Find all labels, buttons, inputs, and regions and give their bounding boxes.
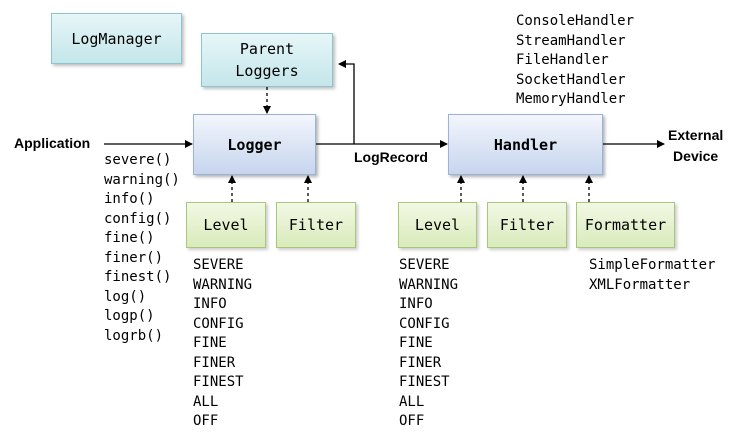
list-item: finer(): [104, 249, 164, 266]
logger-level-box: Level: [186, 202, 266, 248]
external-device-label: External Device: [668, 125, 723, 167]
list-item: MemoryHandler: [516, 91, 626, 107]
handler-filter-label: Filter: [499, 216, 555, 234]
handler-formatter-label: Formatter: [584, 216, 667, 234]
logger-filter-box: Filter: [276, 202, 356, 248]
list-item: finest(): [104, 269, 172, 285]
parent-loggers-arrow: [338, 60, 355, 144]
external-device-line1: External: [668, 127, 724, 143]
logger-levels-list: SEVERE WARNING INFO CONFIG FINE FINER FI…: [193, 256, 252, 432]
handler-level-box: Level: [398, 202, 477, 248]
list-item: OFF: [399, 413, 425, 429]
handler-formatter-box: Formatter: [576, 202, 675, 248]
list-item: StreamHandler: [516, 32, 626, 49]
handler-box: Handler: [448, 114, 603, 175]
list-item: config(): [104, 210, 172, 227]
logger-methods-list: severe() warning() info() config() fine(…: [104, 151, 180, 346]
list-item: ConsoleHandler: [516, 13, 635, 29]
list-item: FINER: [399, 354, 442, 371]
list-item: OFF: [193, 413, 219, 429]
list-item: ALL: [193, 393, 219, 410]
external-device-line2: Device: [673, 148, 719, 164]
parent-loggers-box: Parent Loggers: [201, 33, 333, 87]
log-manager-box: LogManager: [51, 13, 182, 64]
list-item: FINER: [193, 354, 236, 371]
list-item: SEVERE: [193, 257, 244, 273]
logger-label: Logger: [227, 135, 282, 154]
list-item: XMLFormatter: [589, 276, 691, 293]
list-item: WARNING: [399, 276, 459, 293]
list-item: FINEST: [399, 374, 450, 390]
list-item: CONFIG: [399, 315, 450, 332]
list-item: INFO: [193, 296, 227, 312]
handler-filter-box: Filter: [487, 202, 567, 248]
list-item: WARNING: [193, 276, 253, 293]
list-item: FileHandler: [516, 52, 609, 68]
list-item: INFO: [399, 296, 433, 312]
logger-level-label: Level: [203, 216, 249, 234]
list-item: FINE: [399, 335, 433, 351]
list-item: warning(): [104, 171, 180, 188]
list-item: FINEST: [193, 374, 244, 390]
list-item: info(): [104, 191, 155, 207]
list-item: CONFIG: [193, 315, 244, 332]
log-manager-label: LogManager: [71, 29, 162, 48]
list-item: logp(): [104, 308, 155, 324]
list-item: log(): [104, 288, 147, 305]
parent-loggers-label-line1: Parent: [239, 40, 295, 58]
logrecord-label: LogRecord: [354, 149, 428, 165]
list-item: FINE: [193, 335, 227, 351]
list-item: SimpleFormatter: [589, 257, 716, 273]
list-item: SocketHandler: [516, 71, 626, 88]
handler-types-list: ConsoleHandler StreamHandler FileHandler…: [516, 12, 634, 110]
handler-levels-list: SEVERE WARNING INFO CONFIG FINE FINER FI…: [399, 256, 458, 432]
logger-box: Logger: [193, 114, 316, 175]
parent-loggers-label-line2: Loggers: [235, 62, 299, 80]
list-item: ALL: [399, 393, 425, 410]
handler-level-label: Level: [414, 216, 461, 234]
formatter-types-list: SimpleFormatter XMLFormatter: [589, 256, 715, 295]
application-label: Application: [14, 135, 91, 151]
handler-label: Handler: [493, 135, 558, 154]
list-item: logrb(): [104, 327, 164, 344]
list-item: fine(): [104, 230, 155, 246]
list-item: severe(): [104, 152, 172, 168]
list-item: SEVERE: [399, 257, 450, 273]
logger-filter-label: Filter: [288, 216, 344, 234]
